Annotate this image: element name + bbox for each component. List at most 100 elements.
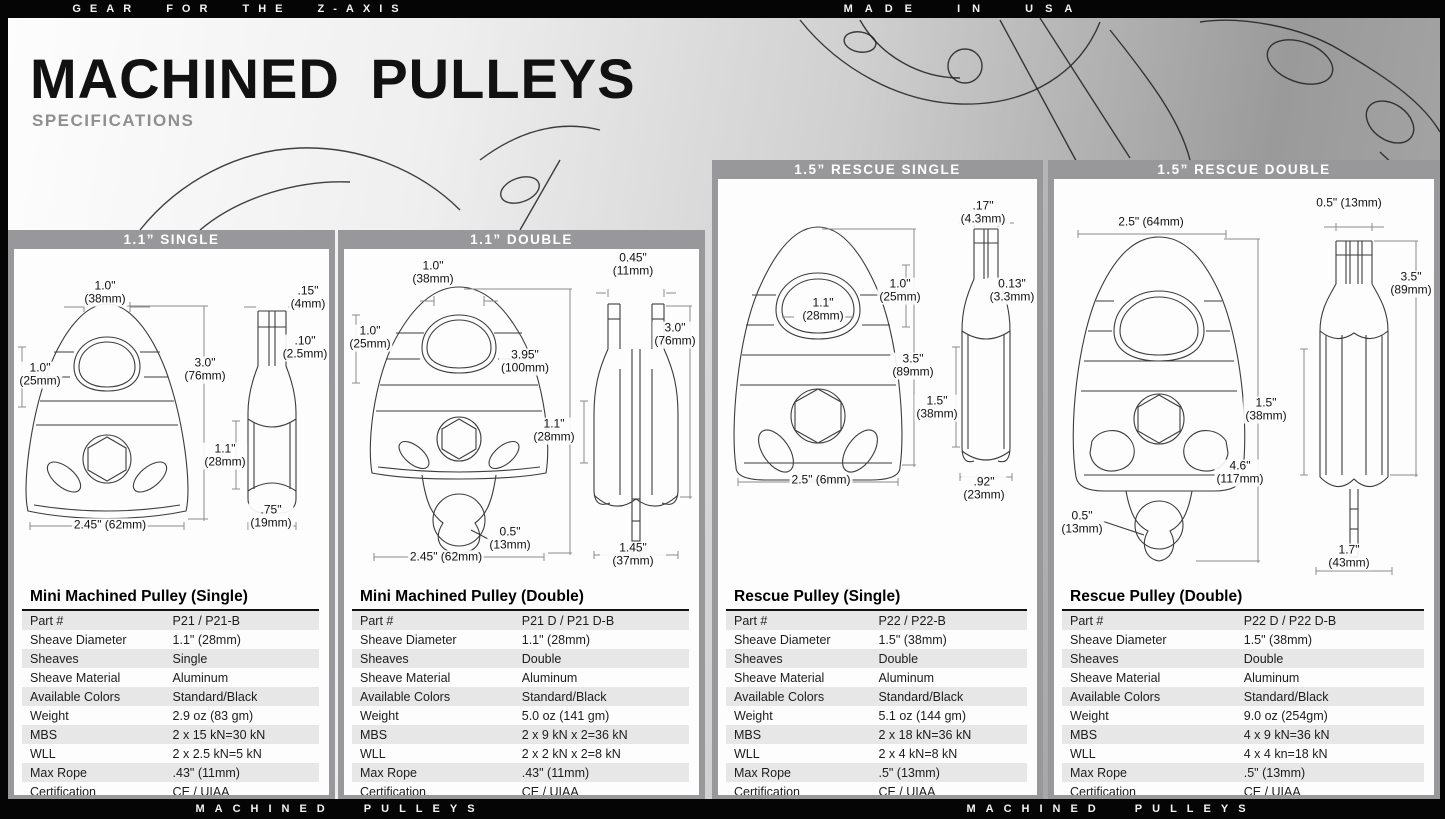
spec-row-value: .5" (13mm) <box>1243 765 1306 780</box>
spec-row-value: Standard/Black <box>521 689 607 704</box>
dim-label: 1.0" (25mm) <box>17 360 63 389</box>
spec-row-value: 1.5" (38mm) <box>878 632 947 647</box>
spec-row-value: 9.0 oz (254gm) <box>1243 708 1328 723</box>
spec-row: Certification CE / UIAA <box>22 782 319 796</box>
technical-drawing-rescue-single: .17" (4.3mm) 1.1" (28mm) 1.0" (25mm) 0.1… <box>718 179 1037 585</box>
spec-row-label: Sheave Material <box>30 670 121 685</box>
spec-row-label: WLL <box>1070 746 1096 761</box>
dim-label: 3.95" (100mm) <box>498 347 552 376</box>
spec-row-value: 5.0 oz (141 gm) <box>521 708 610 723</box>
spec-row-label: Certification <box>30 784 96 796</box>
spec-row-value: .43" (11mm) <box>172 765 240 780</box>
dim-label: 0.5" (13mm) <box>487 524 533 553</box>
spec-row-label: Sheave Diameter <box>360 632 457 647</box>
spec-row: Sheave Material Aluminum <box>352 668 689 687</box>
dim-label: 1.45" (37mm) <box>600 541 666 569</box>
dim-label: 2.45" (62mm) <box>407 549 485 564</box>
spec-row-label: Max Rope <box>360 765 417 780</box>
spec-row-value: P21 / P21-B <box>172 613 240 628</box>
spec-table-title: Rescue Pulley (Double) <box>1062 585 1424 611</box>
dim-label: 2.5" (64mm) <box>1116 214 1186 229</box>
spec-row-value: Aluminum <box>521 670 578 685</box>
spec-row-value: 2 x 9 kN x 2=36 kN <box>521 727 628 742</box>
spec-table: Mini Machined Pulley (Double) Part #P21 … <box>352 585 689 795</box>
spec-row-value: CE / UIAA <box>521 784 579 796</box>
spec-row-value: P22 D / P22 D-B <box>1243 613 1337 628</box>
dim-label: 1.5" (38mm) <box>1243 395 1289 424</box>
spec-row-label: Weight <box>734 708 773 723</box>
dim-label: 1.0" (25mm) <box>877 276 923 305</box>
spec-table: Rescue Pulley (Double) Part #P22 D / P22… <box>1062 585 1424 795</box>
spec-row: Part #P21 D / P21 D-B <box>352 611 689 630</box>
panel-content: 2.5" (64mm) 0.5" (13mm) 3.5" (89mm) 1.5"… <box>1054 179 1434 795</box>
spec-row-value: 4 x 9 kN=36 kN <box>1243 727 1330 742</box>
spec-row: Max Rope.43" (11mm) <box>352 763 689 782</box>
spec-row-label: Certification <box>734 784 800 796</box>
spec-row-value: CE / UIAA <box>172 784 230 796</box>
panel-1-1-double: 1.1” DOUBLE <box>338 230 705 799</box>
bottom-bar-title-right: MACHINED PULLEYS <box>966 803 1256 815</box>
spec-row-value: Aluminum <box>878 670 935 685</box>
spec-row: Part #P22 D / P22 D-B <box>1062 611 1424 630</box>
dim-label: 3.5" (89mm) <box>1388 269 1434 298</box>
spec-table: Mini Machined Pulley (Single) Part #P21 … <box>22 585 319 795</box>
spec-row: Part #P22 / P22-B <box>726 611 1027 630</box>
spec-row-label: WLL <box>734 746 760 761</box>
technical-drawing-1-1-double: 1.0" (38mm) 0.45" (11mm) 1.0" (25mm) 3.9… <box>344 249 699 585</box>
spec-row-label: Max Rope <box>30 765 87 780</box>
spec-row: MBS 2 x 15 kN=30 kN <box>22 725 319 744</box>
spec-row-label: Available Colors <box>360 689 451 704</box>
spec-row-label: MBS <box>1070 727 1098 742</box>
dim-label: 1.0" (38mm) <box>410 258 456 287</box>
spec-row-label: Sheave Diameter <box>734 632 831 647</box>
spec-row: Max Rope.5" (13mm) <box>1062 763 1424 782</box>
spec-row: Part #P21 / P21-B <box>22 611 319 630</box>
spec-row-value: 1.1" (28mm) <box>172 632 241 647</box>
dim-label: .92" (23mm) <box>961 474 1007 503</box>
spec-row-label: Weight <box>30 708 69 723</box>
spec-row-value: P22 / P22-B <box>878 613 946 628</box>
spec-row-label: Max Rope <box>734 765 791 780</box>
dim-label: 3.5" (89mm) <box>890 351 936 380</box>
spec-row-label: Sheave Material <box>360 670 451 685</box>
spec-row-value: 2 x 15 kN=30 kN <box>172 727 266 742</box>
panel-1-1-single: 1.1” SINGLE <box>8 230 335 799</box>
spec-row-label: Weight <box>360 708 399 723</box>
spec-row-value: Double <box>878 651 919 666</box>
panel-content: 1.0" (38mm) 0.45" (11mm) 1.0" (25mm) 3.9… <box>344 249 699 795</box>
spec-row-label: Available Colors <box>734 689 825 704</box>
technical-drawing-rescue-double: 2.5" (64mm) 0.5" (13mm) 3.5" (89mm) 1.5"… <box>1054 179 1434 585</box>
dim-label: 0.45" (11mm) <box>600 251 666 279</box>
spec-row-value: Aluminum <box>172 670 229 685</box>
panel-content: .17" (4.3mm) 1.1" (28mm) 1.0" (25mm) 0.1… <box>718 179 1037 795</box>
spec-row-value: 5.1 oz (144 gm) <box>878 708 967 723</box>
spec-row-label: Available Colors <box>1070 689 1161 704</box>
top-bar: GEAR FOR THE Z-AXIS MADE IN USA <box>0 0 1445 18</box>
spec-row-value: 2 x 18 kN=36 kN <box>878 727 972 742</box>
pulley-drawing-svg <box>18 302 310 530</box>
spec-row-label: Sheaves <box>734 651 783 666</box>
dim-label: 1.0" (25mm) <box>347 323 393 352</box>
spec-row-value: Double <box>521 651 562 666</box>
dim-label: 3.0" (76mm) <box>182 355 228 384</box>
spec-row-label: MBS <box>734 727 762 742</box>
page-title: MACHINED PULLEYS <box>30 47 636 110</box>
panel-content: 1.0" (38mm) .15" (4mm) 1.0" (25mm) .10" … <box>14 249 329 795</box>
spec-row-value: Aluminum <box>1243 670 1300 685</box>
spec-row-label: Certification <box>1070 784 1136 796</box>
dim-label: 0.13" (3.3mm) <box>987 276 1037 305</box>
spec-row: Weight 5.1 oz (144 gm) <box>726 706 1027 725</box>
spec-row-label: MBS <box>30 727 58 742</box>
